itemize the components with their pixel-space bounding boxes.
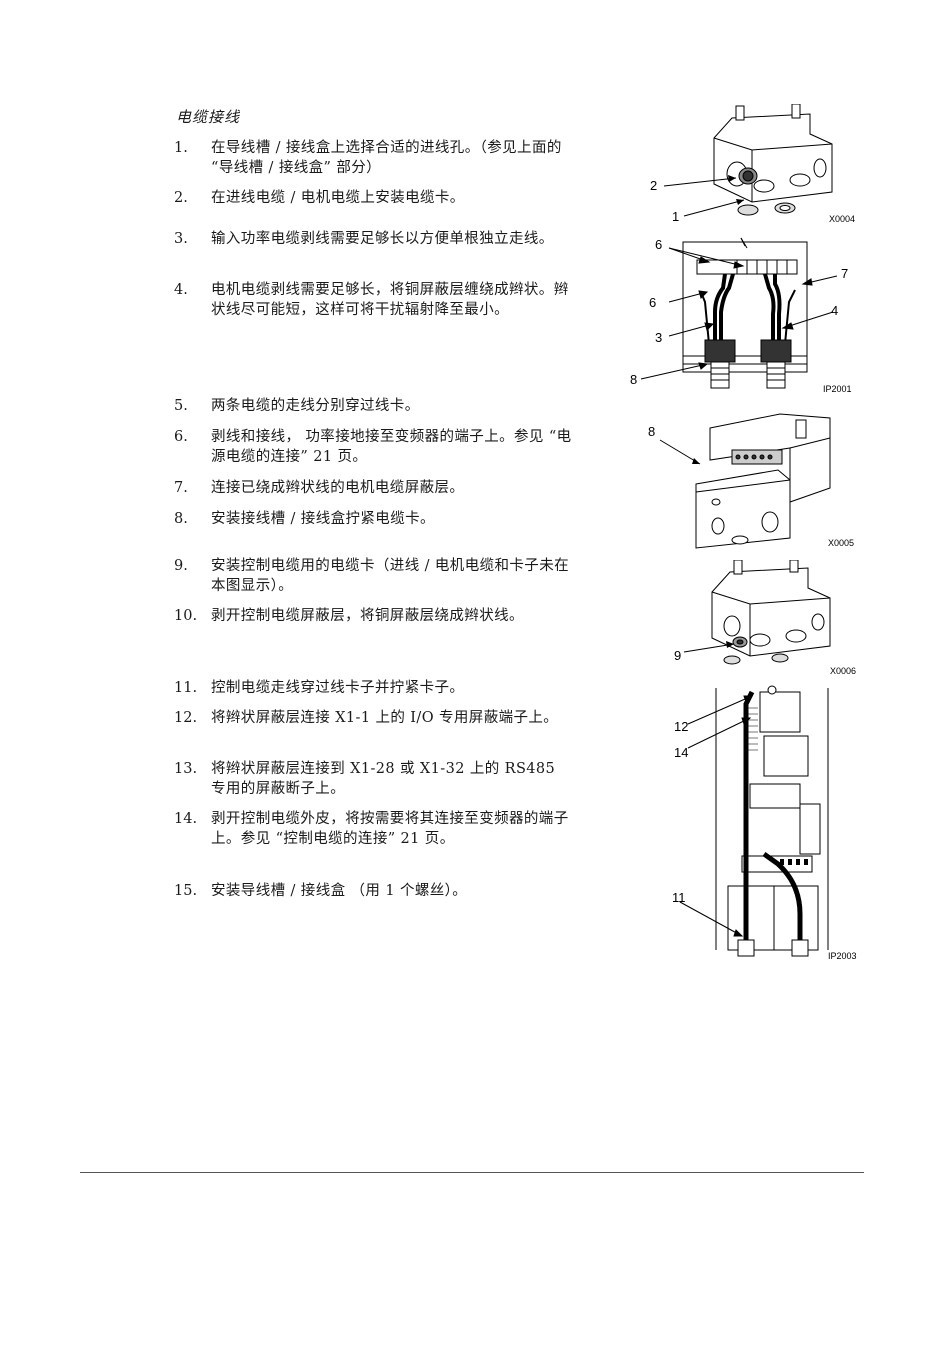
step-number: 6.	[174, 429, 188, 445]
footer-rule	[80, 1172, 864, 1173]
step-text: 安装控制电缆用的电缆卡（进线 / 电机电缆和卡子未在本图显示）。	[211, 558, 570, 594]
step-number: 11.	[174, 680, 198, 696]
step-number: 9.	[174, 558, 188, 574]
step-2: 2. 在进线电缆 / 电机电缆上安装电缆卡。	[174, 188, 574, 208]
step-14: 14. 剥开控制电缆外皮，将按需要将其连接至变频器的端子上。参见 “控制电缆的连接…	[174, 809, 574, 849]
callout-9: 9	[674, 648, 681, 663]
step-number: 12.	[174, 710, 198, 726]
callout-1: 1	[672, 209, 679, 224]
step-12: 12. 将辫状屏蔽层连接 X1-1 上的 I/O 专用屏蔽端子上。	[174, 708, 574, 728]
figure-id: X0006	[830, 666, 856, 676]
callout-3: 3	[655, 330, 662, 345]
callout-14: 14	[674, 745, 688, 760]
step-text: 剥开控制电缆外皮，将按需要将其连接至变频器的端子上。参见 “控制电缆的连接” 2…	[211, 811, 569, 847]
step-9: 9. 安装控制电缆用的电缆卡（进线 / 电机电缆和卡子未在本图显示）。	[174, 556, 574, 596]
step-15: 15. 安装导线槽 / 接线盒 （用 1 个螺丝）。	[174, 881, 574, 901]
step-number: 8.	[174, 511, 188, 527]
step-11: 11. 控制电缆走线穿过线卡子并拧紧卡子。	[174, 678, 574, 698]
step-text: 剥开控制电缆屏蔽层，将铜屏蔽层绕成辫状线。	[211, 608, 524, 624]
step-number: 7.	[174, 480, 188, 496]
step-number: 13.	[174, 761, 198, 777]
step-number: 2.	[174, 190, 188, 206]
step-10: 10. 剥开控制电缆屏蔽层，将铜屏蔽层绕成辫状线。	[174, 606, 574, 626]
step-3: 3. 输入功率电缆剥线需要足够长以方便单根独立走线。	[174, 229, 574, 249]
step-text: 电机电缆剥线需要足够长，将铜屏蔽层缠绕成辫状。辫状线尽可能短，这样可将干扰辐射降…	[211, 282, 569, 318]
step-5: 5. 两条电缆的走线分别穿过线卡。	[174, 396, 574, 416]
figure-ip2003: 12 14 11 IP2003	[660, 684, 870, 964]
figure-x0005: 8 X0005	[640, 408, 870, 550]
figure-id: IP2001	[823, 384, 852, 394]
step-text: 安装导线槽 / 接线盒 （用 1 个螺丝）。	[211, 883, 468, 899]
step-text: 安装接线槽 / 接线盒拧紧电缆卡。	[211, 511, 435, 527]
figure-id: X0004	[829, 214, 855, 224]
step-4: 4. 电机电缆剥线需要足够长，将铜屏蔽层缠绕成辫状。辫状线尽可能短，这样可将干扰辐…	[174, 280, 574, 320]
callout-7: 7	[841, 266, 848, 281]
callout-2: 2	[650, 178, 657, 193]
callout-6b: 6	[649, 295, 656, 310]
callout-8: 8	[630, 372, 637, 387]
step-number: 4.	[174, 282, 188, 298]
step-text: 将辫状屏蔽层连接 X1-1 上的 I/O 专用屏蔽端子上。	[211, 710, 559, 726]
step-number: 14.	[174, 811, 198, 827]
callout-8: 8	[648, 424, 655, 439]
step-text: 在进线电缆 / 电机电缆上安装电缆卡。	[211, 190, 465, 206]
figure-id: IP2003	[828, 951, 857, 961]
step-13: 13. 将辫状屏蔽层连接到 X1-28 或 X1-32 上的 RS485 专用的屏…	[174, 759, 574, 799]
figure-id: X0005	[828, 538, 854, 548]
step-text: 剥线和接线， 功率接地接至变频器的端子上。参见 “电源电缆的连接” 21 页。	[211, 429, 572, 465]
callout-4: 4	[831, 303, 838, 318]
callout-12: 12	[674, 719, 688, 734]
step-text: 连接已绕成辫状线的电机电缆屏蔽层。	[211, 480, 465, 496]
figure-x0006: 9 X0006	[640, 560, 870, 680]
step-text: 将辫状屏蔽层连接到 X1-28 或 X1-32 上的 RS485 专用的屏蔽断子…	[211, 761, 556, 797]
callout-11: 11	[672, 890, 686, 905]
step-number: 15.	[174, 883, 198, 899]
figure-x0004: 2 1 X0004	[640, 104, 870, 230]
section-title: 电缆接线	[176, 108, 241, 126]
figure-ip2001: 6 7 6 4 3 8 IP2001	[625, 232, 870, 400]
step-7: 7. 连接已绕成辫状线的电机电缆屏蔽层。	[174, 478, 574, 498]
step-text: 控制电缆走线穿过线卡子并拧紧卡子。	[211, 680, 465, 696]
step-number: 10.	[174, 608, 198, 624]
step-text: 在导线槽 / 接线盒上选择合适的进线孔。（参见上面的 “导线槽 / 接线盒” 部…	[211, 140, 562, 176]
step-number: 3.	[174, 231, 188, 247]
step-1: 1. 在导线槽 / 接线盒上选择合适的进线孔。（参见上面的 “导线槽 / 接线盒”…	[174, 138, 574, 178]
step-text: 两条电缆的走线分别穿过线卡。	[211, 398, 420, 414]
step-8: 8. 安装接线槽 / 接线盒拧紧电缆卡。	[174, 509, 574, 529]
callout-6: 6	[655, 237, 662, 252]
step-number: 5.	[174, 398, 188, 414]
step-number: 1.	[174, 140, 188, 156]
step-6: 6. 剥线和接线， 功率接地接至变频器的端子上。参见 “电源电缆的连接” 21 页…	[174, 427, 574, 467]
step-text: 输入功率电缆剥线需要足够长以方便单根独立走线。	[211, 231, 554, 247]
